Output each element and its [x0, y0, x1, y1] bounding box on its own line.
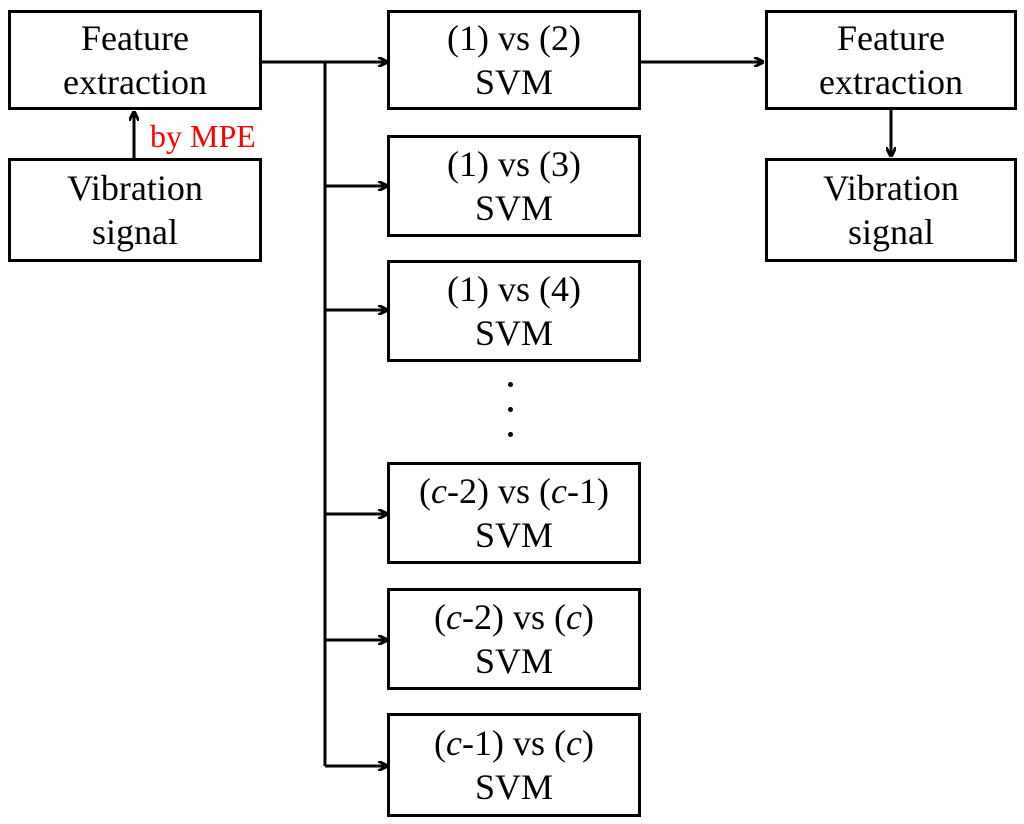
svm-box-c2-vs-c: (c-2) vs (c) SVM — [387, 588, 641, 690]
svm-model-label: SVM — [474, 641, 554, 681]
feature-extraction-line1: Feature — [837, 18, 945, 58]
vibration-signal-line1: Vibration — [67, 168, 203, 208]
ellipsis-dot — [508, 382, 513, 387]
feature-extraction-line2: extraction — [819, 62, 963, 102]
svm-pair-label: (1) vs (2) — [447, 18, 581, 58]
svm-model-label: SVM — [474, 188, 554, 228]
svm-pair-label: (c-2) vs (c) — [434, 597, 594, 637]
svm-model-label: SVM — [474, 62, 554, 102]
vibration-signal-line2: signal — [848, 212, 934, 252]
svm-pair-label: (c-1) vs (c) — [434, 723, 594, 763]
feature-extraction-line1: Feature — [81, 18, 189, 58]
svm-box-1-vs-2: (1) vs (2) SVM — [387, 10, 641, 110]
feature-extraction-box-right: Feature extraction — [765, 10, 1017, 110]
svm-box-c2-vs-c1: (c-2) vs (c-1) SVM — [387, 462, 641, 564]
svm-model-label: SVM — [474, 515, 554, 555]
feature-extraction-line2: extraction — [63, 62, 207, 102]
svm-box-c1-vs-c: (c-1) vs (c) SVM — [387, 713, 641, 817]
svm-pair-label: (c-2) vs (c-1) — [419, 471, 609, 511]
svm-pair-label: (1) vs (3) — [447, 144, 581, 184]
svm-model-label: SVM — [474, 313, 554, 353]
ellipsis-dot — [508, 432, 513, 437]
vibration-signal-line1: Vibration — [823, 168, 959, 208]
by-mpe-label: by MPE — [150, 118, 256, 154]
vibration-signal-box-left: Vibration signal — [8, 158, 262, 262]
ellipsis-dot — [508, 407, 513, 412]
svm-model-label: SVM — [474, 767, 554, 807]
svm-box-1-vs-3: (1) vs (3) SVM — [387, 135, 641, 237]
vibration-signal-line2: signal — [92, 212, 178, 252]
svm-pair-label: (1) vs (4) — [447, 269, 581, 309]
vibration-signal-box-right: Vibration signal — [765, 158, 1017, 262]
svm-box-1-vs-4: (1) vs (4) SVM — [387, 260, 641, 362]
feature-extraction-box-left: Feature extraction — [8, 10, 262, 110]
